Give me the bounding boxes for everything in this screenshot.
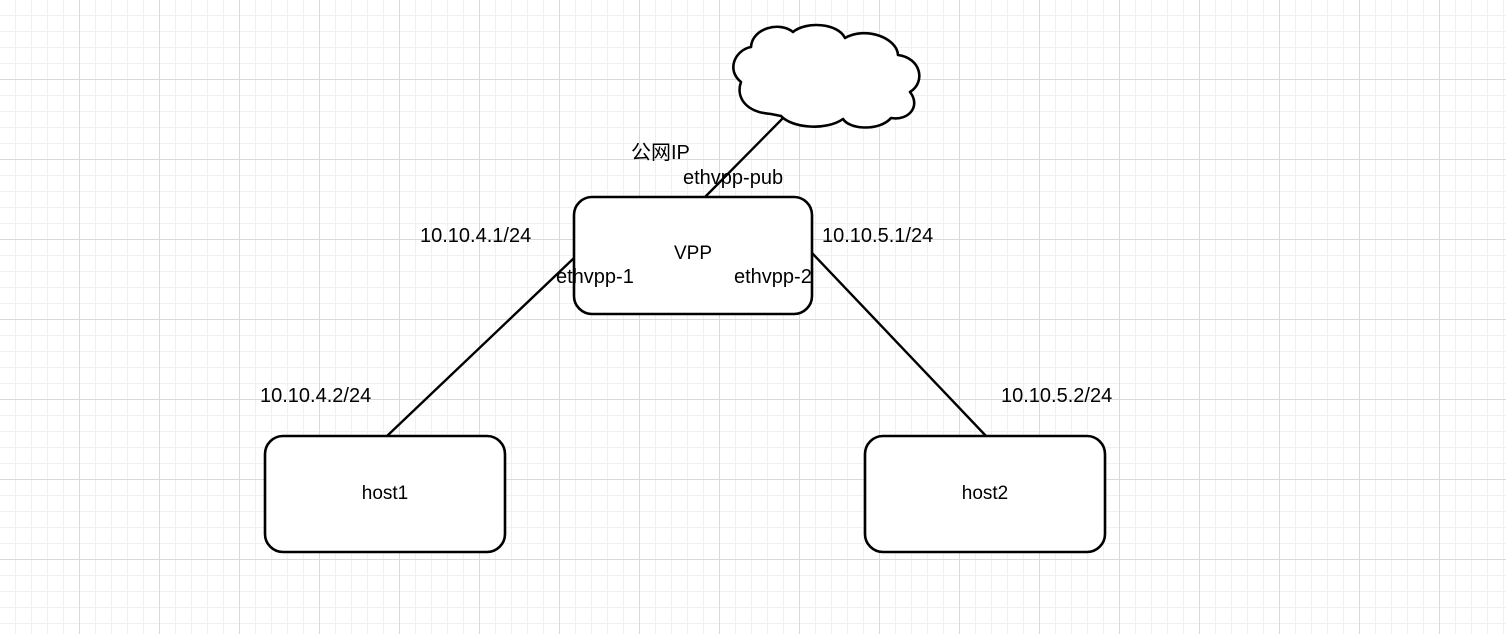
vpp-node-shape[interactable] — [572, 195, 814, 316]
edge-vpp-to-host1 — [385, 256, 576, 438]
address-label-vpp-if2: 10.10.5.1/24 — [822, 225, 934, 247]
host2-node-label: host2 — [961, 483, 1009, 504]
address-label-host1: 10.10.4.2/24 — [260, 385, 372, 407]
host2-node-shape[interactable] — [863, 434, 1107, 554]
port-label-ethvpp-pub: ethvpp-pub — [683, 167, 784, 189]
internet-cloud-shape[interactable] — [732, 23, 921, 129]
public-ip-label: 公网IP — [631, 142, 690, 164]
address-label-host2: 10.10.5.2/24 — [1001, 385, 1113, 407]
host1-node-label: host1 — [361, 483, 409, 504]
port-label-ethvpp-2: ethvpp-2 — [734, 266, 812, 288]
edge-vpp-to-cloud — [704, 112, 789, 198]
port-label-ethvpp-1: ethvpp-1 — [556, 266, 634, 288]
address-label-vpp-if1: 10.10.4.1/24 — [420, 225, 532, 247]
edge-vpp-to-host2 — [810, 251, 988, 438]
host1-node-shape[interactable] — [263, 434, 507, 554]
vpp-node-label: VPP — [673, 243, 713, 264]
